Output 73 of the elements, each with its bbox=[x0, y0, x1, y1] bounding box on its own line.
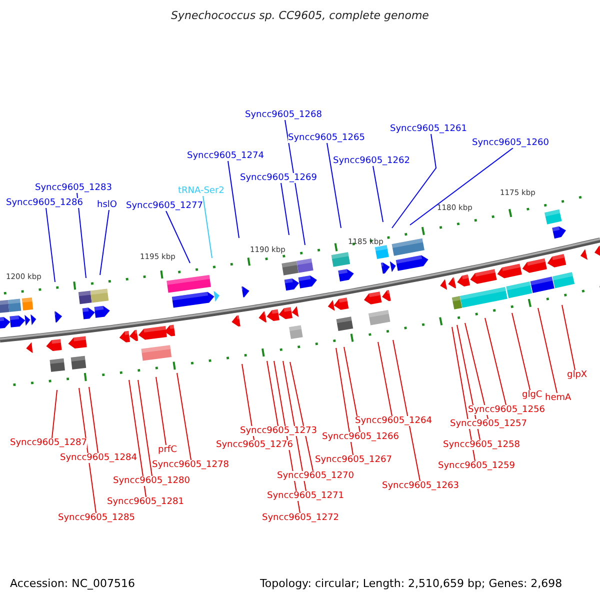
leader-line bbox=[290, 362, 314, 472]
leader-line bbox=[538, 308, 558, 394]
gene-label: Syncc9605_1277 bbox=[126, 201, 203, 211]
gene-label: Syncc9605_1268 bbox=[245, 110, 322, 120]
leader-line bbox=[372, 166, 384, 222]
gene-label: hemA bbox=[545, 393, 572, 403]
leader-line bbox=[202, 196, 212, 258]
gene-label: Syncc9605_1278 bbox=[152, 460, 229, 470]
leader-line bbox=[274, 360, 300, 514]
gene-label: Syncc9605_1265 bbox=[288, 133, 365, 143]
leader-line bbox=[512, 312, 530, 390]
gene-label: Syncc9605_1271 bbox=[267, 491, 344, 501]
gene-label: Syncc9605_1257 bbox=[450, 419, 527, 429]
gene-label: Syncc9605_1269 bbox=[240, 173, 317, 183]
leader-line bbox=[228, 160, 240, 238]
leader-line bbox=[378, 342, 392, 416]
gene-label: Syncc9605_1258 bbox=[443, 440, 520, 450]
leader-line bbox=[266, 360, 278, 426]
gene-label: Syncc9605_1270 bbox=[277, 471, 354, 481]
leader-line bbox=[464, 322, 488, 420]
leader-line bbox=[484, 318, 506, 406]
leader-line bbox=[452, 326, 476, 462]
genome-summary-text: Topology: circular; Length: 2,510,659 bp; Genes: 2,698 bbox=[260, 577, 562, 590]
leader-line bbox=[88, 386, 98, 454]
gene-label: Syncc9605_1262 bbox=[333, 156, 410, 166]
leader-line bbox=[242, 364, 254, 440]
gene-label: glgC bbox=[522, 390, 542, 400]
gene-label: Syncc9605_1260 bbox=[472, 138, 549, 148]
accession-text: Accession: NC_007516 bbox=[10, 577, 136, 590]
gene-label: tRNA-Ser2 bbox=[178, 186, 224, 196]
gene-label: Syncc9605_1280 bbox=[113, 476, 190, 486]
leader-line bbox=[282, 360, 306, 492]
gene-label: hslO bbox=[97, 200, 117, 210]
gene-label: Syncc9605_1284 bbox=[60, 453, 137, 463]
leader-line bbox=[336, 348, 354, 456]
gene-label: Syncc9605_1272 bbox=[262, 513, 339, 523]
leader-line bbox=[326, 142, 342, 228]
leader-line bbox=[52, 390, 58, 438]
gene-label: Syncc9605_1267 bbox=[315, 455, 392, 465]
gene-label: Syncc9605_1259 bbox=[438, 461, 515, 471]
leader-line bbox=[344, 346, 360, 432]
gene-label: Syncc9605_1263 bbox=[382, 481, 459, 491]
gene-label: Syncc9605_1276 bbox=[216, 440, 293, 450]
gene-label: Syncc9605_1287 bbox=[10, 438, 87, 448]
leader-line bbox=[156, 376, 166, 446]
leader-line bbox=[176, 372, 192, 460]
gene-label: Syncc9605_1256 bbox=[468, 405, 545, 415]
title: Synechococcus sp. CC9605, complete genome bbox=[170, 9, 430, 22]
leader-line bbox=[392, 134, 437, 228]
leader-line bbox=[46, 208, 56, 282]
gene-label: Syncc9605_1264 bbox=[355, 416, 432, 426]
leader-line bbox=[392, 340, 420, 482]
gene-label: Syncc9605_1285 bbox=[58, 513, 135, 523]
gene-label: Syncc9605_1274 bbox=[187, 151, 264, 161]
leader-line bbox=[456, 324, 480, 440]
gene-label: Syncc9605_1281 bbox=[107, 497, 184, 507]
leader-line bbox=[562, 304, 576, 370]
gene-label: Syncc9605_1273 bbox=[240, 426, 317, 436]
leader-line bbox=[78, 388, 96, 514]
leader-line bbox=[138, 380, 152, 476]
leader-line bbox=[410, 148, 514, 226]
leader-line bbox=[100, 210, 110, 276]
gene-label: glpX bbox=[567, 370, 588, 380]
leader-line bbox=[280, 182, 290, 236]
leader-line bbox=[166, 210, 190, 264]
gene-label: Syncc9605_1286 bbox=[6, 198, 83, 208]
leader-line bbox=[284, 120, 306, 246]
gene-label: Syncc9605_1283 bbox=[35, 183, 112, 193]
gene-label: Syncc9605_1261 bbox=[390, 124, 467, 134]
gene-label: Syncc9605_1266 bbox=[322, 432, 399, 442]
gene-label: prfC bbox=[158, 445, 177, 455]
leader-line bbox=[76, 192, 86, 278]
leader-line bbox=[128, 380, 146, 498]
